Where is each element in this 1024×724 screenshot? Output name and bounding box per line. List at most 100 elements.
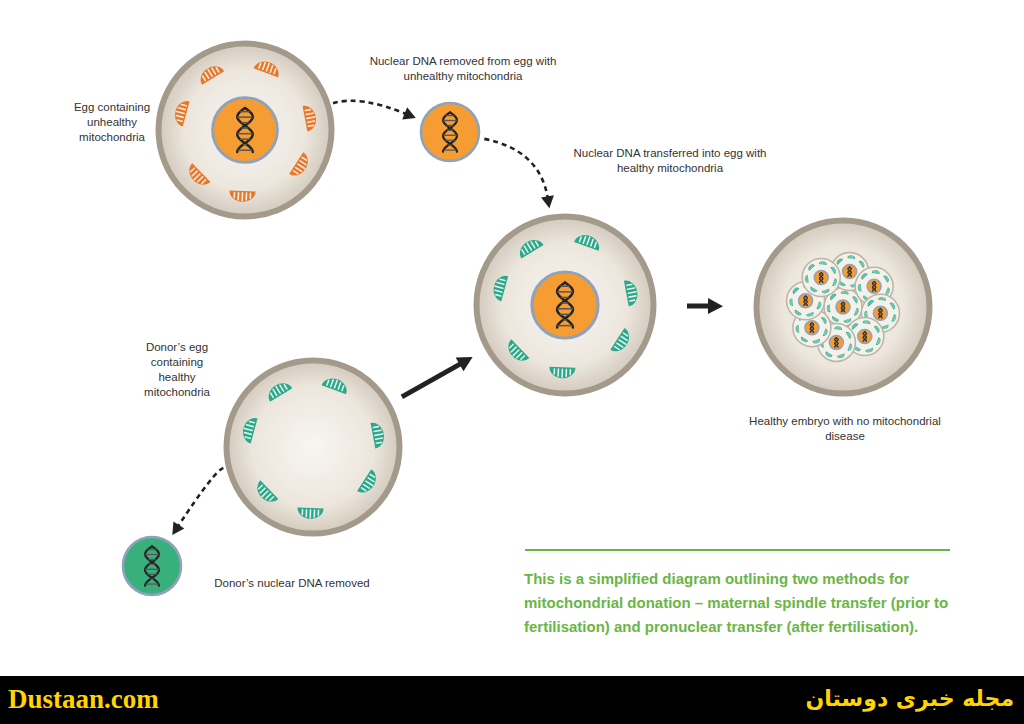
dna-rung: [805, 296, 807, 297]
mito-body: [823, 328, 829, 336]
cell-label: Donor’s egg containing healthy mitochond…: [131, 340, 223, 400]
dna-rung: [443, 120, 457, 121]
dna-rung: [804, 301, 807, 302]
mito-body: [821, 316, 828, 324]
dna-strand: [237, 108, 253, 152]
egg-cell: [757, 221, 930, 394]
mito-body: [254, 58, 282, 77]
mitochondrion: [821, 316, 828, 324]
mito-cristae: [839, 355, 844, 359]
mito-cristae: [814, 340, 819, 344]
mito-body: [847, 255, 855, 259]
dna-rung: [820, 274, 823, 275]
mito-cristae: [860, 261, 865, 266]
mito-body: [854, 308, 860, 316]
mito-body: [847, 343, 853, 351]
dna-rung: [237, 133, 252, 134]
mito-cristae: [845, 319, 850, 323]
mitochondrion: [371, 421, 387, 449]
dna-rung: [811, 329, 813, 330]
mitochondrion: [823, 328, 829, 336]
dna-rung: [443, 149, 456, 150]
mito-body: [805, 275, 809, 283]
nucleus: [799, 294, 813, 308]
dna-rung: [873, 290, 876, 291]
dna-rung: [873, 282, 875, 283]
mito-cristae: [847, 332, 852, 337]
dna-rung: [443, 135, 457, 136]
arrow-head: [172, 521, 184, 535]
mito-body: [832, 278, 838, 286]
cell-label: Egg containing unhealthy mitochondria: [66, 100, 158, 145]
dna-rung: [879, 316, 881, 317]
dna-rung: [561, 302, 568, 303]
mitochondrion: [817, 302, 823, 310]
dna-rung: [873, 284, 875, 285]
arrow-head: [708, 298, 723, 314]
mitochondrion: [574, 232, 602, 251]
mito-cristae: [789, 300, 792, 305]
dna-rung: [864, 336, 865, 337]
dna-strand: [848, 267, 851, 277]
mito-cristae: [801, 338, 806, 343]
mito-body: [857, 284, 861, 292]
dna-strand: [145, 546, 159, 585]
mitochondrion: [791, 286, 799, 294]
mito-cristae: [823, 290, 828, 294]
mito-cristae: [832, 267, 837, 272]
mitochondrion: [800, 336, 808, 343]
mito-body: [574, 232, 602, 251]
mito-cristae: [877, 339, 881, 344]
dna-rung: [842, 310, 844, 311]
dna-rung: [873, 285, 874, 286]
mito-cristae: [836, 326, 841, 329]
mitochondrion: [789, 298, 793, 306]
dna-rung: [836, 342, 837, 343]
mito-body: [846, 331, 853, 339]
removed-nucleus: Nuclear DNA removed from egg with unheal…: [419, 101, 481, 163]
dna-rung: [820, 275, 822, 276]
dna-rung: [820, 277, 821, 278]
nucleus: [123, 537, 181, 595]
mito-cristae: [842, 291, 847, 294]
dna-rung: [849, 269, 851, 270]
mitochondrion: [793, 310, 801, 317]
mitochondrion: [822, 289, 830, 295]
mito-cristae: [883, 325, 888, 329]
dna-helix: [145, 546, 159, 585]
embryo-cell: [802, 259, 840, 297]
mito-body: [878, 297, 886, 301]
mito-body: [196, 62, 224, 85]
mito-cristae: [615, 333, 630, 351]
dna-helix: [841, 302, 844, 312]
mitochondrion: [809, 286, 817, 293]
cell-label: Nuclear DNA transferred into egg with he…: [561, 146, 779, 176]
dna-rung: [879, 309, 881, 310]
mito-cristae: [868, 300, 873, 305]
mito-cristae: [822, 317, 827, 322]
mito-cristae: [891, 303, 896, 308]
dna-rung: [563, 319, 567, 320]
mito-body: [826, 304, 830, 312]
dashed-arrow: [172, 468, 223, 535]
dna-helix: [848, 267, 851, 277]
dna-rung: [820, 273, 822, 274]
donor-patient-egg: Egg containing unhealthy mitochondria: [155, 40, 335, 220]
mitochondrion: [812, 339, 820, 345]
nucleus: [805, 321, 819, 335]
mito-body: [865, 348, 873, 354]
dna-strand: [804, 296, 807, 306]
mito-body: [371, 421, 387, 449]
mito-cristae: [796, 327, 799, 332]
mito-body: [789, 298, 793, 306]
dna-rung: [240, 138, 250, 139]
dna-rung: [842, 306, 843, 307]
mitochondrion: [824, 351, 832, 358]
mito-body: [860, 272, 868, 280]
dna-helix: [443, 112, 457, 151]
donor-nucleus: Donor’s nuclear DNA removed: [121, 535, 183, 597]
mito-body: [229, 190, 255, 202]
mitochondrion: [254, 58, 282, 77]
dna-rung: [842, 303, 844, 304]
dna-rung: [811, 326, 813, 327]
